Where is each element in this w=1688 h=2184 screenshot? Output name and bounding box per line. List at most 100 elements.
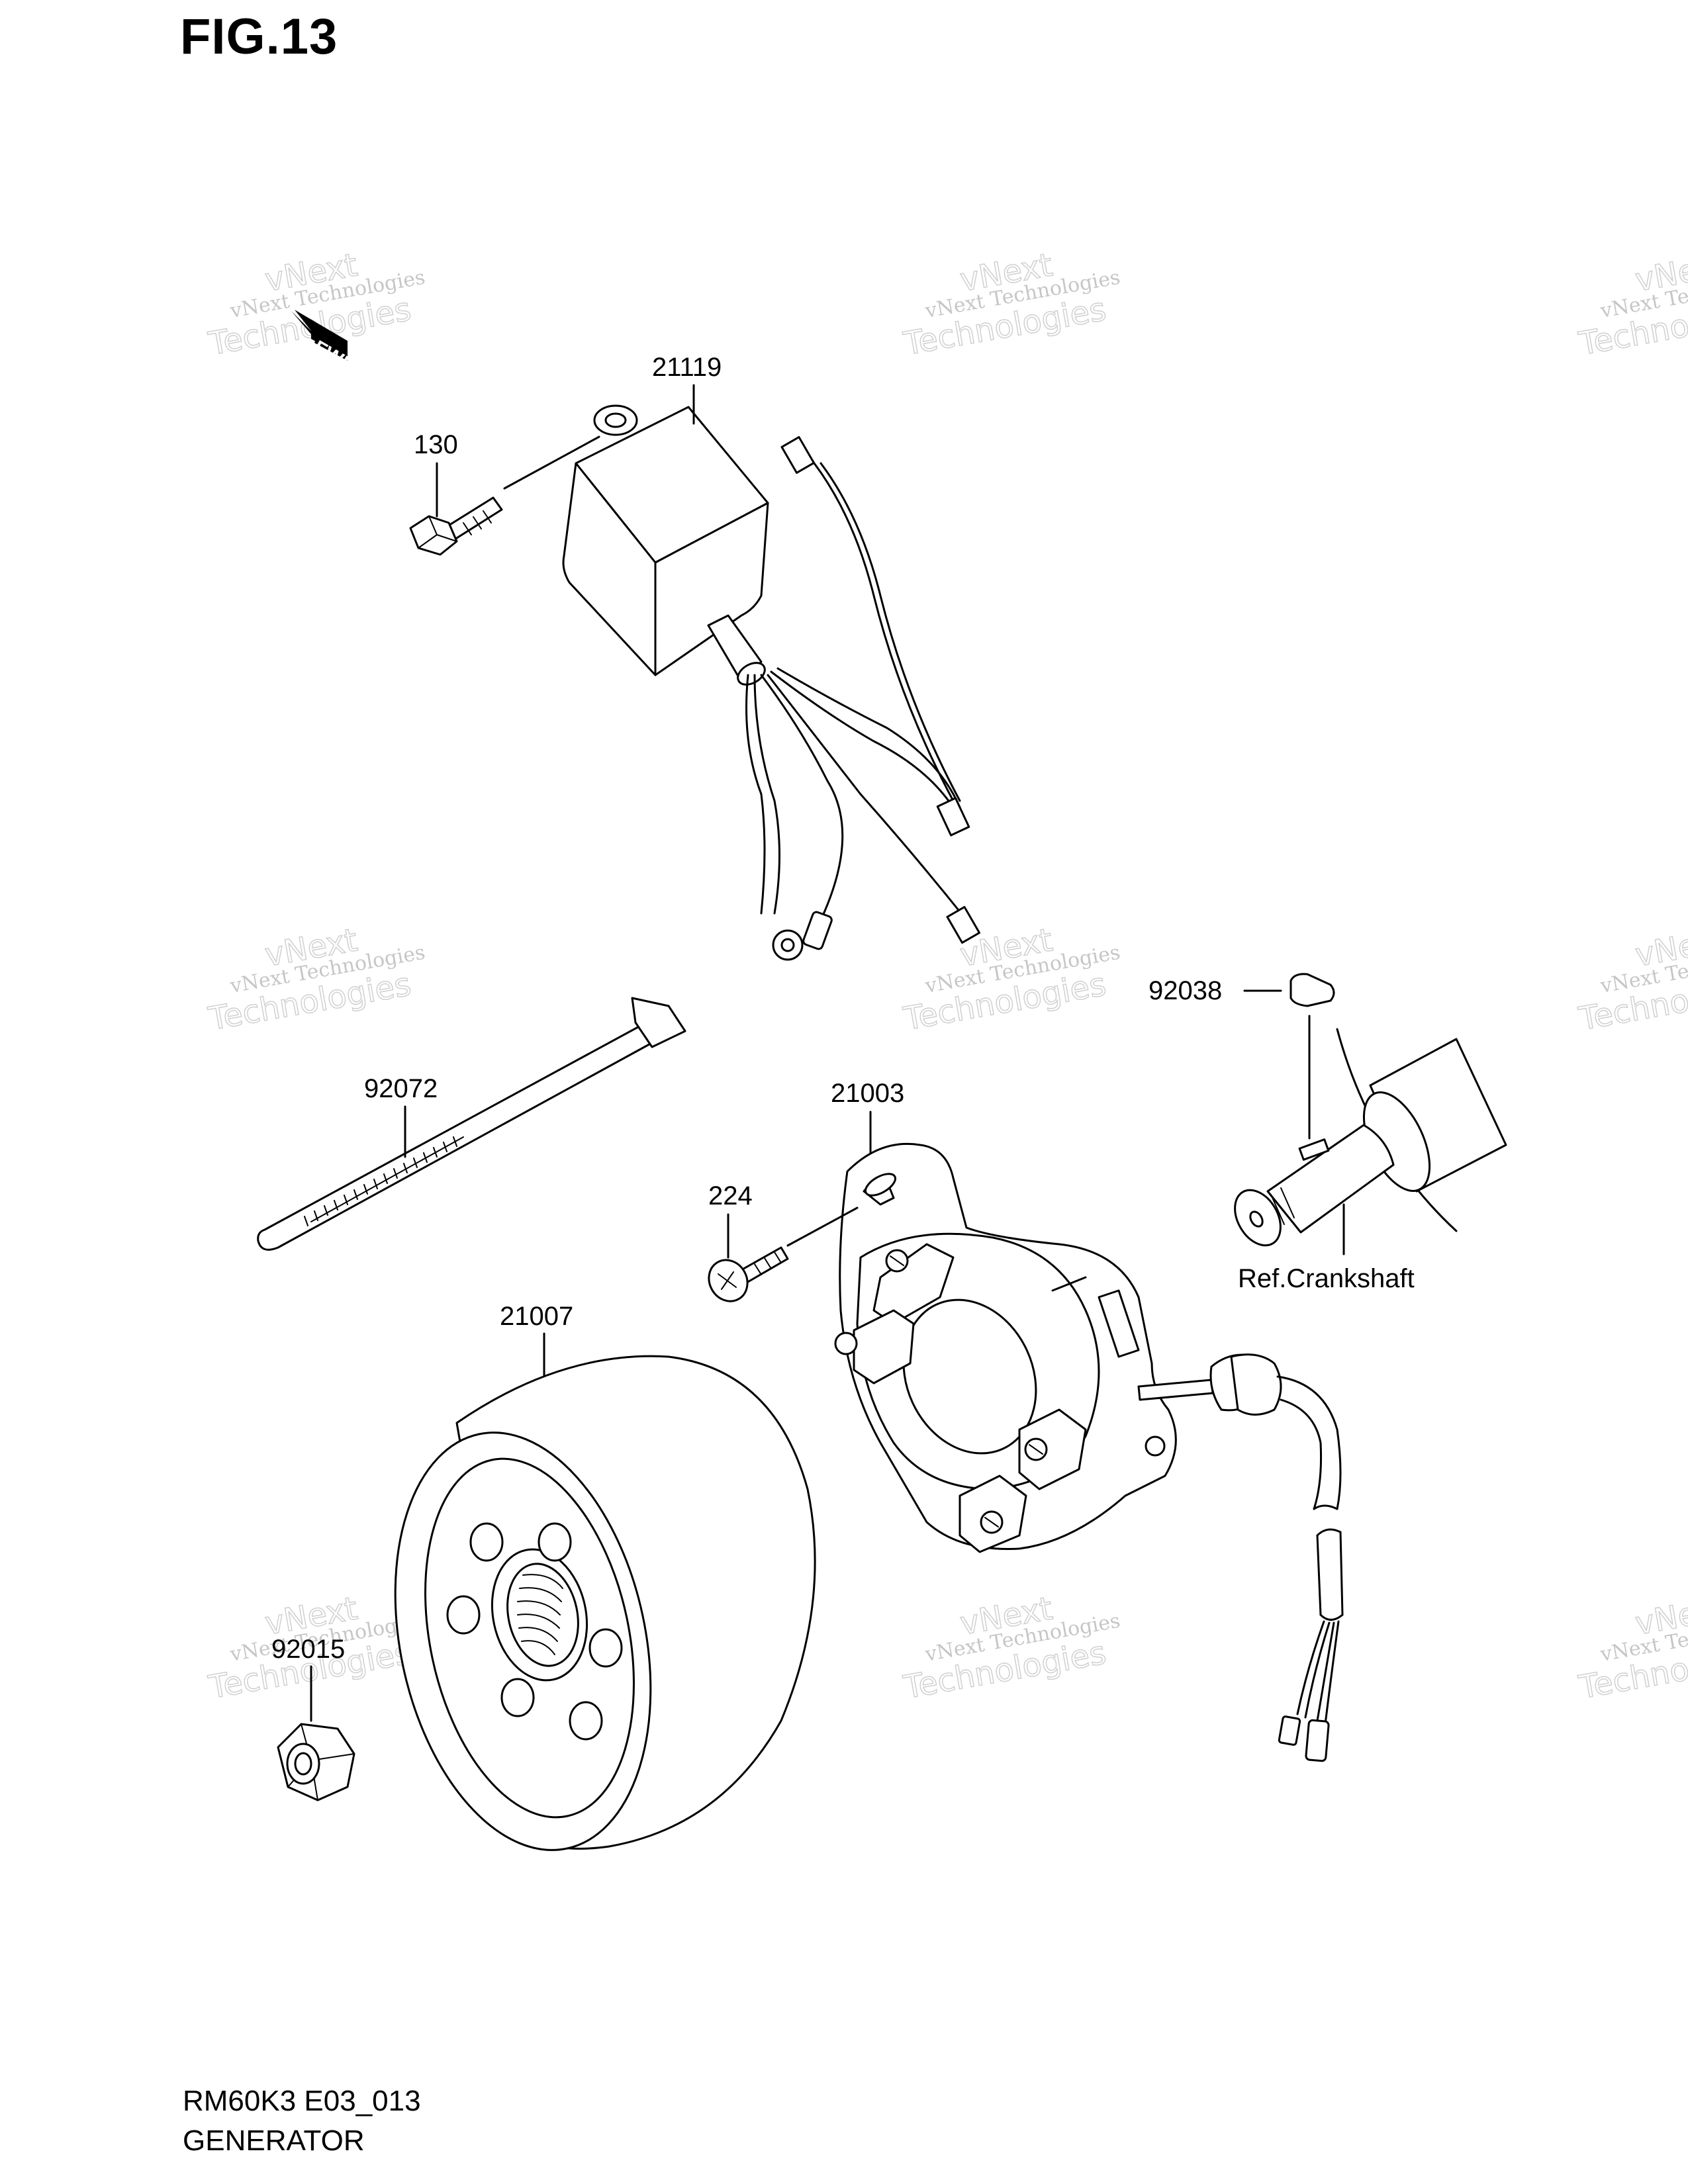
cdi-wire	[776, 667, 961, 809]
part-cable-tie-92072[interactable]: 92072	[257, 997, 686, 1251]
cdi-connector	[946, 905, 980, 944]
cdi-wire	[813, 462, 955, 802]
part-number-label: 21003	[831, 1079, 904, 1108]
cdi-connector	[780, 435, 815, 474]
rotor-face-inner	[424, 1457, 635, 1819]
cdi-wire-outlet	[737, 662, 766, 686]
part-number-label: 21119	[652, 353, 722, 382]
stator-wire	[1304, 1621, 1331, 1719]
stator-wire	[1316, 1621, 1335, 1722]
part-rotor-21007[interactable]: 21007	[359, 1302, 816, 1874]
rotor-hub-bore	[506, 1563, 579, 1667]
part-number-label: 224	[708, 1181, 753, 1210]
part-number-label: 92072	[364, 1074, 438, 1103]
stator-core	[856, 1232, 1100, 1490]
cable-tie-strap	[257, 1015, 670, 1251]
part-nut-92015[interactable]: 92015	[271, 1635, 355, 1801]
stator-center-opening	[902, 1298, 1037, 1455]
cable-tie-teeth	[304, 1136, 457, 1226]
part-screw-224[interactable]: 224	[702, 1181, 859, 1308]
cdi-mount-hole	[604, 412, 627, 428]
stator-coil	[1018, 1408, 1087, 1490]
rotor-boss	[569, 1701, 603, 1741]
cdi-box-left	[562, 462, 657, 676]
watermark: vNext vNext Technologies Technologies	[1575, 246, 1688, 363]
part-number-label: 130	[414, 430, 458, 459]
rotor-hub	[491, 1548, 588, 1682]
part-number-label: 92015	[271, 1635, 345, 1664]
rotor-boss	[538, 1522, 572, 1562]
screw-cross-slot	[718, 1271, 737, 1290]
nut-bore	[294, 1752, 312, 1776]
watermark: vNext vNext Technologies Technologies	[1575, 1590, 1688, 1707]
part-cdi-unit[interactable]	[562, 404, 980, 961]
stator-screw-slot	[1029, 1444, 1043, 1455]
leader-line	[786, 1206, 859, 1247]
keyway-slot	[1298, 1138, 1330, 1161]
stator-marking	[1051, 1276, 1087, 1292]
cdi-wire	[820, 462, 961, 802]
cdi-wire	[760, 674, 844, 921]
watermark: vNext vNext Technologies Technologies	[900, 1590, 1122, 1707]
watermark: vNext vNext Technologies Technologies	[900, 246, 1122, 363]
stator-coil	[872, 1243, 955, 1325]
cdi-wire	[745, 674, 766, 915]
stator-connector	[1278, 1715, 1301, 1746]
bolt-thread	[463, 510, 492, 535]
rotor-boss	[588, 1628, 623, 1668]
woodruff-key	[1289, 973, 1335, 1007]
cdi-box-right	[654, 502, 769, 676]
cdi-wire	[770, 670, 955, 809]
part-key-92038[interactable]: 92038	[1149, 973, 1335, 1140]
stator-cable-end	[1319, 1614, 1344, 1621]
stator-wire	[1296, 1620, 1325, 1715]
part-bolt-130[interactable]: 130	[409, 430, 600, 556]
stator-wire	[1324, 1620, 1340, 1725]
cdi-ring-terminal-hole	[780, 938, 795, 952]
part-stator-21003[interactable]: 21003	[831, 1079, 1344, 1762]
stator-screw-slot	[984, 1517, 999, 1527]
stator-adjust-slot	[1098, 1289, 1140, 1358]
stator-mount-hole	[1145, 1435, 1166, 1457]
nut-face	[286, 1743, 320, 1785]
cdi-wire	[767, 674, 968, 921]
crankshaft-taper	[1266, 1124, 1395, 1234]
cable-tie-head	[631, 997, 686, 1048]
rotor-boss	[469, 1522, 504, 1562]
model-code: RM60K3 E03_013	[183, 2085, 421, 2117]
ref-crankshaft[interactable]: Ref.Crankshaft	[1226, 1028, 1507, 1293]
crankshaft-thread	[1270, 1187, 1295, 1225]
bolt-hex-head	[409, 515, 458, 556]
part-number-label: 21007	[500, 1302, 573, 1331]
watermark: vNext vNext Technologies Technologies	[900, 921, 1122, 1038]
stator-grommet-flange	[1230, 1353, 1282, 1416]
watermark: vNext vNext Technologies Technologies	[1575, 921, 1688, 1038]
section-name: GENERATOR	[183, 2124, 365, 2157]
stator-coil	[853, 1309, 915, 1385]
cdi-connector	[936, 797, 970, 837]
stator-cable	[1276, 1375, 1342, 1510]
stator-cable-break	[1313, 1504, 1338, 1510]
leader-line	[503, 435, 600, 490]
cdi-wire	[753, 674, 780, 915]
stator-cable	[1339, 1531, 1344, 1616]
part-number-label: 92038	[1149, 976, 1222, 1005]
stator-cable	[1316, 1534, 1322, 1616]
stator-screw-slot	[890, 1255, 904, 1266]
crankshaft-end	[1234, 1189, 1282, 1247]
rotor-boss	[446, 1595, 481, 1635]
reference-label: Ref.Crankshaft	[1238, 1264, 1415, 1293]
bolt-hex-edges	[418, 516, 457, 549]
stator-cable-break	[1316, 1528, 1342, 1537]
cdi-connector	[802, 911, 833, 950]
cable-tie-serration	[310, 1136, 464, 1222]
stator-connector	[1305, 1719, 1330, 1762]
rotor-boss	[500, 1678, 535, 1717]
figure-title: FIG.13	[180, 9, 338, 65]
rotor-hub-thread	[517, 1574, 563, 1655]
callout-21119[interactable]: 21119	[652, 353, 722, 425]
crankshaft-center-hole	[1249, 1210, 1264, 1228]
watermark: vNext vNext Technologies Technologies	[205, 246, 427, 363]
screw-thread	[754, 1251, 782, 1275]
